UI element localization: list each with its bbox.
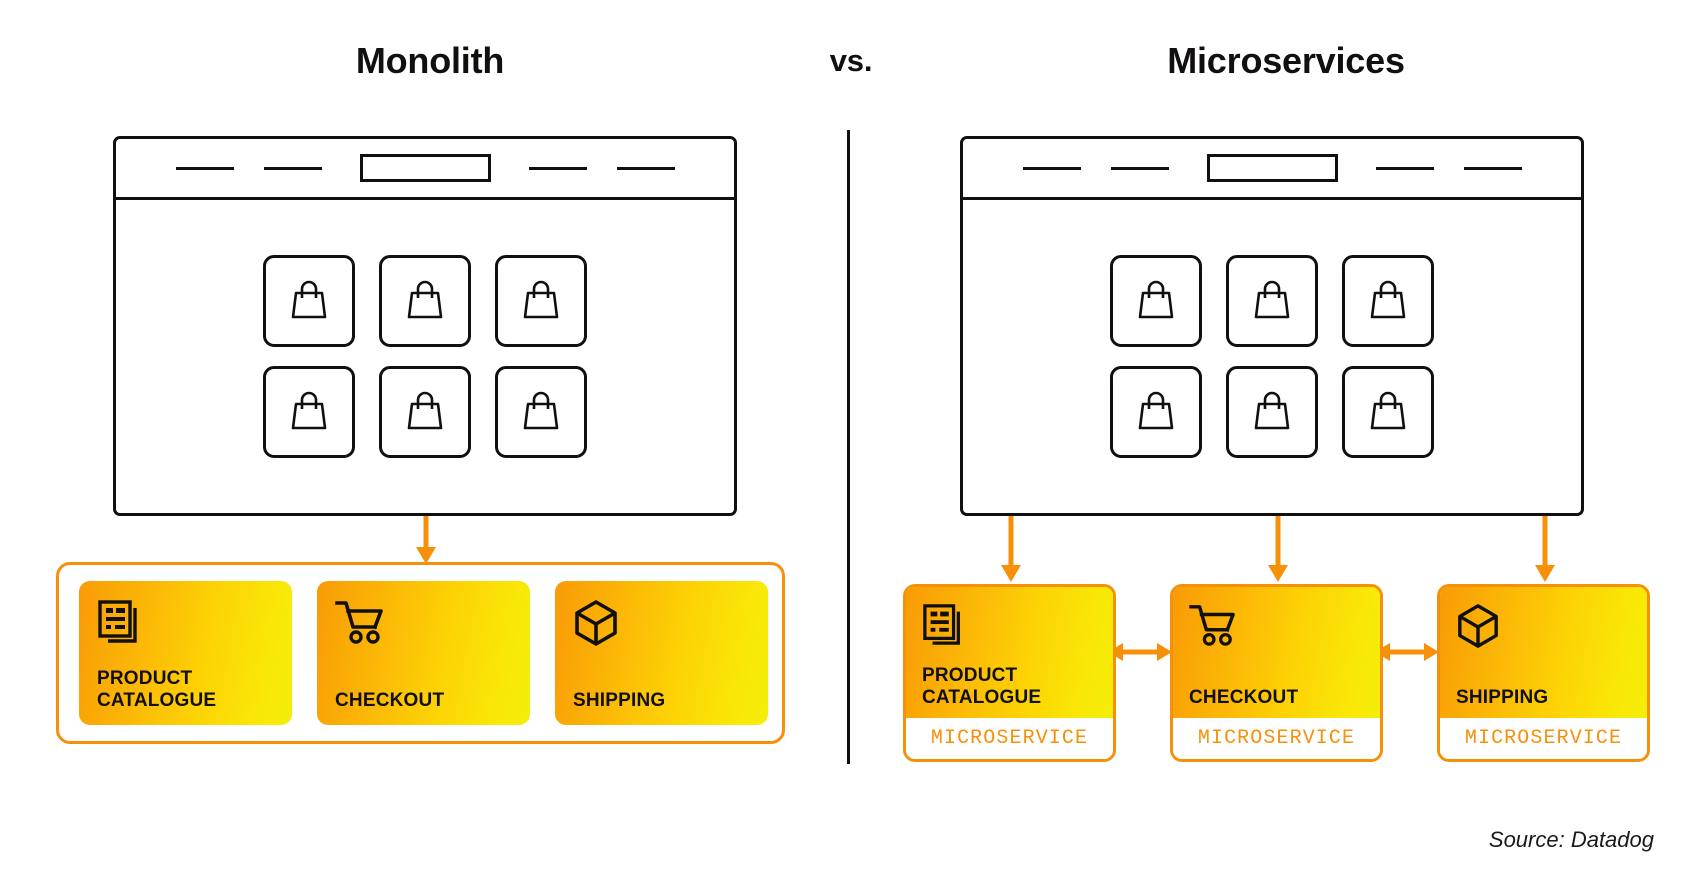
product-tile[interactable] bbox=[1342, 255, 1434, 347]
microservice-badge: MICROSERVICE bbox=[906, 718, 1113, 759]
microservice-card-body: CHECKOUT bbox=[1173, 587, 1380, 718]
arrow-down-monolith bbox=[412, 516, 440, 566]
product-tile[interactable] bbox=[1226, 255, 1318, 347]
shopping-bag-icon bbox=[1368, 279, 1408, 323]
documents-stack-icon bbox=[97, 599, 292, 650]
microservice-card-body: SHIPPING bbox=[1440, 587, 1647, 718]
product-tile-grid bbox=[263, 255, 587, 458]
package-box-icon bbox=[573, 599, 768, 652]
product-tile[interactable] bbox=[379, 255, 471, 347]
microservice-badge: MICROSERVICE bbox=[1440, 718, 1647, 759]
arrow-down-shipping bbox=[1531, 516, 1559, 584]
service-label: CHECKOUT bbox=[1189, 686, 1299, 708]
shopping-cart-icon bbox=[1189, 603, 1380, 652]
shopping-bag-icon bbox=[1136, 390, 1176, 434]
microservice-card-product-catalogue[interactable]: PRODUCT CATALOGUE MICROSERVICE bbox=[903, 584, 1116, 762]
toolbar-dash-4 bbox=[1463, 166, 1522, 170]
product-tile[interactable] bbox=[1226, 366, 1318, 458]
service-label: CHECKOUT bbox=[335, 689, 445, 711]
package-box-icon bbox=[1456, 603, 1647, 654]
toolbar-dash-3 bbox=[1375, 166, 1434, 170]
page-title-monolith: Monolith bbox=[355, 40, 505, 81]
shopping-bag-icon bbox=[289, 390, 329, 434]
shopping-bag-icon bbox=[1252, 390, 1292, 434]
toolbar-dash-1 bbox=[1022, 166, 1081, 170]
shopping-bag-icon bbox=[1368, 390, 1408, 434]
product-tile[interactable] bbox=[1110, 366, 1202, 458]
arrow-down-product-catalogue bbox=[997, 516, 1025, 584]
service-label: SHIPPING bbox=[1456, 686, 1549, 708]
microservice-card-checkout[interactable]: CHECKOUT MICROSERVICE bbox=[1170, 584, 1383, 762]
service-label: PRODUCT CATALOGUE bbox=[922, 665, 1042, 708]
browser-toolbar bbox=[116, 139, 734, 200]
microservice-badge-label: MICROSERVICE bbox=[1197, 727, 1356, 750]
source-attribution: Source: Datadog bbox=[1488, 827, 1654, 852]
product-tile[interactable] bbox=[1342, 366, 1434, 458]
microservice-card-shipping[interactable]: SHIPPING MICROSERVICE bbox=[1437, 584, 1650, 762]
browser-content bbox=[963, 200, 1581, 513]
address-bar[interactable] bbox=[1206, 154, 1338, 182]
browser-window-microservices bbox=[960, 136, 1584, 516]
toolbar-dash-4 bbox=[616, 166, 675, 170]
browser-content bbox=[116, 200, 734, 513]
product-tile[interactable] bbox=[263, 366, 355, 458]
address-bar[interactable] bbox=[359, 154, 491, 182]
page-title-vs: vs. bbox=[829, 43, 873, 78]
product-tile[interactable] bbox=[263, 255, 355, 347]
service-card-product-catalogue[interactable]: PRODUCT CATALOGUE bbox=[79, 581, 292, 725]
shopping-bag-icon bbox=[405, 279, 445, 323]
arrow-bidirectional-catalogue-checkout bbox=[1108, 638, 1172, 666]
service-card-shipping[interactable]: SHIPPING bbox=[555, 581, 768, 725]
product-tile-grid bbox=[1110, 255, 1434, 458]
toolbar-dash-2 bbox=[1110, 166, 1169, 170]
toolbar-dash-2 bbox=[263, 166, 322, 170]
shopping-bag-icon bbox=[289, 279, 329, 323]
toolbar-dash-3 bbox=[528, 166, 587, 170]
service-label: PRODUCT CATALOGUE bbox=[97, 668, 217, 711]
documents-stack-icon bbox=[922, 603, 1113, 652]
shopping-bag-icon bbox=[521, 279, 561, 323]
shopping-bag-icon bbox=[521, 390, 561, 434]
product-tile[interactable] bbox=[379, 366, 471, 458]
shopping-bag-icon bbox=[1136, 279, 1176, 323]
product-tile[interactable] bbox=[495, 255, 587, 347]
shopping-bag-icon bbox=[405, 390, 445, 434]
microservice-card-body: PRODUCT CATALOGUE bbox=[906, 587, 1113, 718]
microservice-badge-label: MICROSERVICE bbox=[930, 727, 1089, 750]
browser-toolbar bbox=[963, 139, 1581, 200]
toolbar-dash-1 bbox=[175, 166, 234, 170]
microservice-badge-label: MICROSERVICE bbox=[1464, 727, 1623, 750]
product-tile[interactable] bbox=[1110, 255, 1202, 347]
page-title-microservices: Microservices bbox=[1167, 40, 1405, 81]
shopping-cart-icon bbox=[335, 599, 530, 650]
arrow-down-checkout bbox=[1264, 516, 1292, 584]
browser-window-monolith bbox=[113, 136, 737, 516]
product-tile[interactable] bbox=[495, 366, 587, 458]
shopping-bag-icon bbox=[1252, 279, 1292, 323]
arrow-bidirectional-checkout-shipping bbox=[1375, 638, 1439, 666]
microservice-badge: MICROSERVICE bbox=[1173, 718, 1380, 759]
service-label: SHIPPING bbox=[573, 689, 666, 711]
service-card-checkout[interactable]: CHECKOUT bbox=[317, 581, 530, 725]
center-divider bbox=[847, 130, 850, 764]
